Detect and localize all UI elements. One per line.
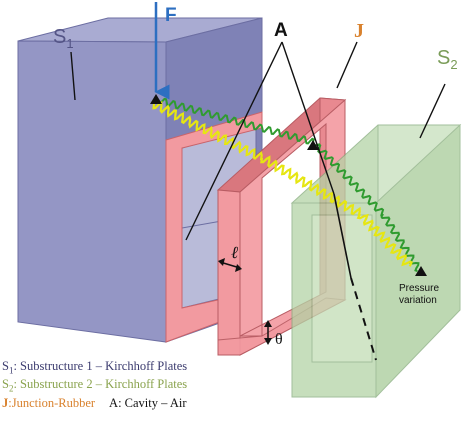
legend-s2: S2: Substructure 2 – Kirchhoff Plates xyxy=(2,377,188,394)
cavity-label: A xyxy=(274,20,288,41)
s2-leader-line xyxy=(419,83,446,139)
cavity-leader-dashed xyxy=(333,193,352,279)
pressure-label-line2: variation xyxy=(399,295,437,306)
pressure-point-marker xyxy=(415,266,427,276)
substructure-s2-box xyxy=(290,123,462,399)
junction-leader-line xyxy=(336,41,358,89)
s1-leader-line xyxy=(70,51,76,101)
legend-junction-cavity: J:Junction-Rubber A: Cavity – Air xyxy=(2,395,186,411)
pressure-label-line1: Pressure xyxy=(399,283,439,294)
legend-junction-text: :Junction-Rubber xyxy=(8,396,96,410)
cavity-dashed-extension xyxy=(350,277,377,361)
s2-side-face xyxy=(375,123,461,399)
junction-front-face xyxy=(217,189,241,356)
s2-inner-panel xyxy=(311,214,373,363)
legend-s1: S1: Substructure 1 – Kirchhoff Plates xyxy=(2,359,188,376)
s2-label: S2 xyxy=(437,47,458,72)
thickness-dimension xyxy=(264,320,272,345)
cavity-leader-left xyxy=(185,41,283,241)
junction-label: J xyxy=(354,20,364,42)
s1-label: S1 xyxy=(53,26,74,51)
cavity-leader-right xyxy=(281,41,335,195)
legend-junction-key: J xyxy=(2,396,9,410)
junction-rubber-frame xyxy=(216,97,347,356)
s1-front-face xyxy=(17,40,167,343)
length-dimension xyxy=(218,258,242,272)
thickness-label: θ xyxy=(275,331,283,348)
length-label: ℓ xyxy=(231,243,238,262)
junction-point-marker xyxy=(307,140,319,150)
legend-cavity-text: A: Cavity – Air xyxy=(109,396,187,410)
force-label: F xyxy=(165,5,177,26)
yellow-path-lower xyxy=(152,100,414,267)
s1-rubber-rim xyxy=(165,111,263,343)
source-point-marker xyxy=(150,94,162,104)
